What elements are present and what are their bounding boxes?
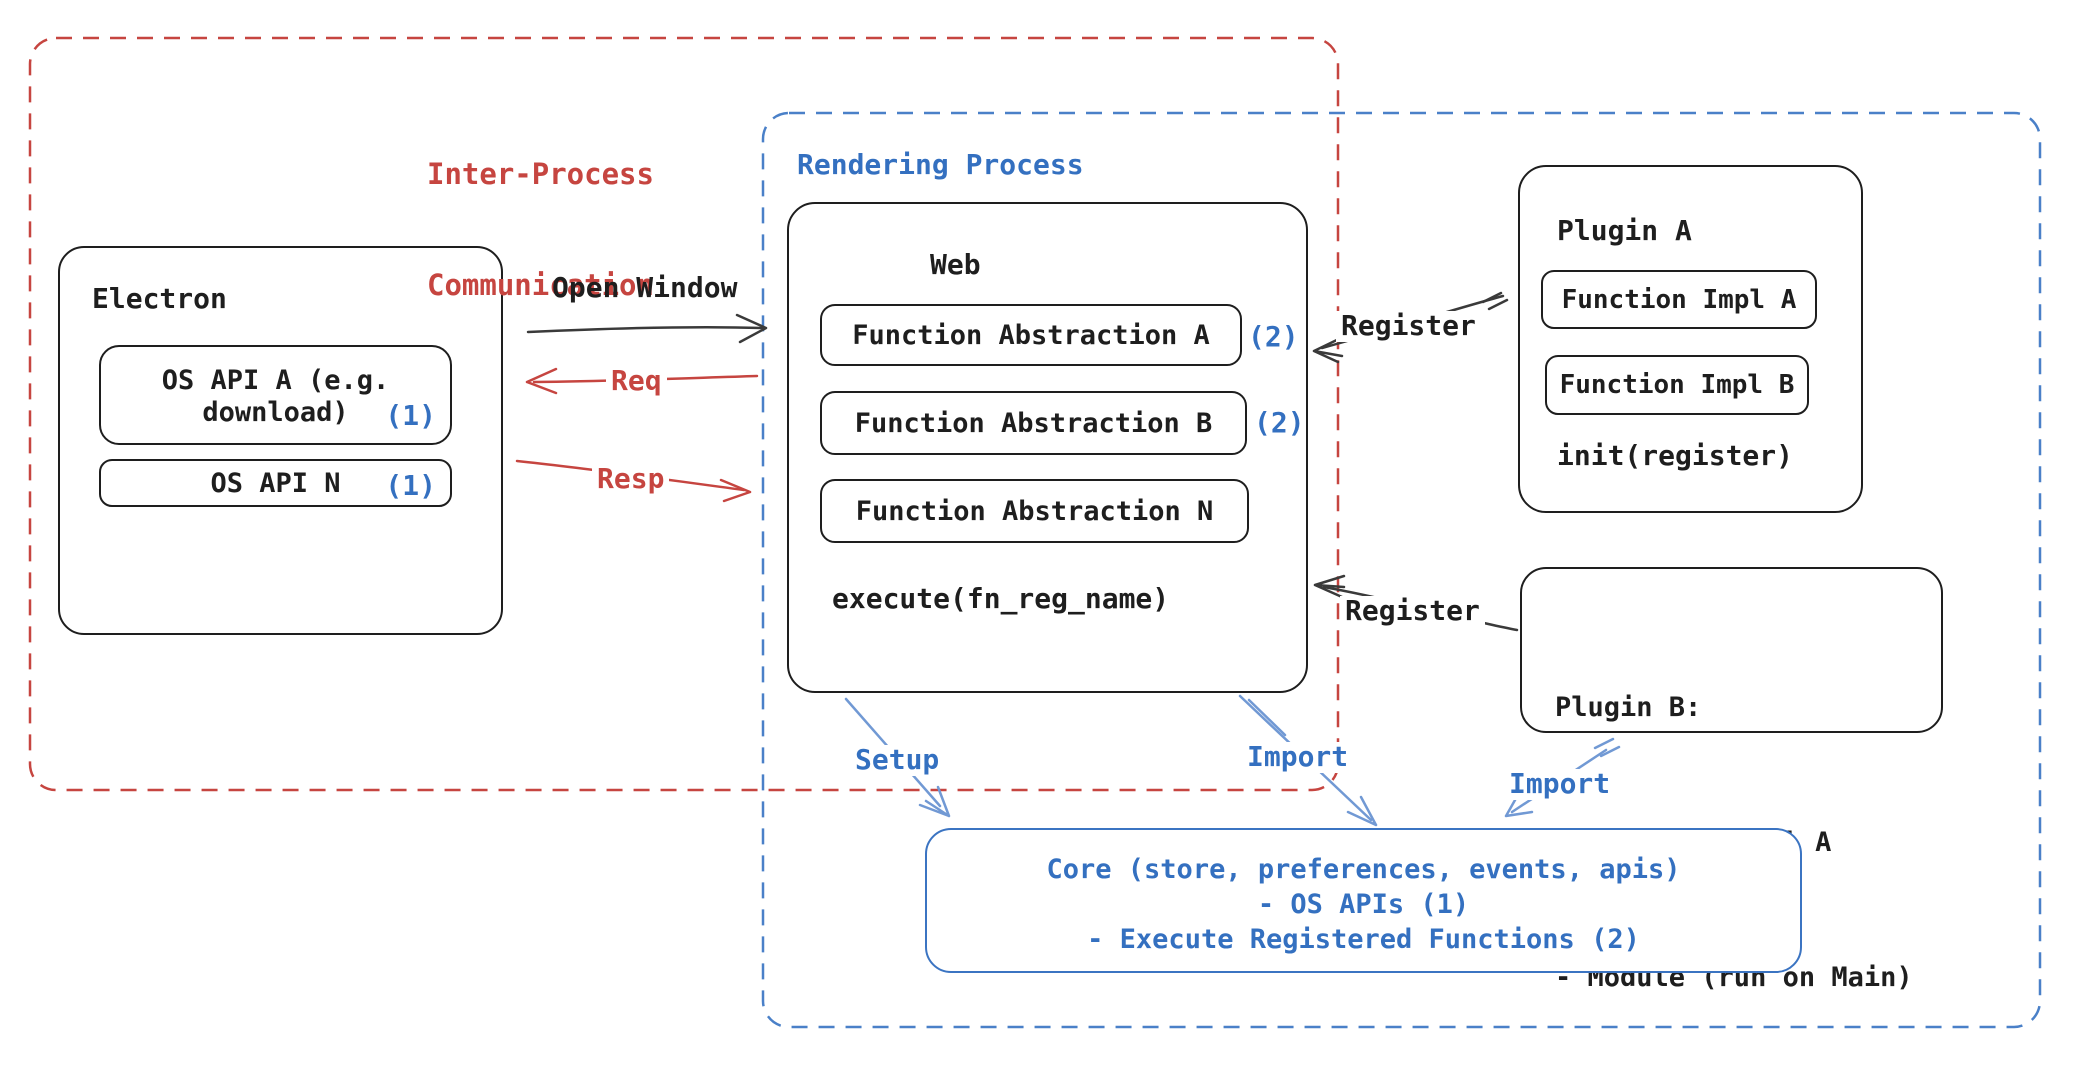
plugin-b-title: Plugin B: bbox=[1555, 692, 1702, 723]
plugin-a-title: Plugin A bbox=[1557, 214, 1692, 247]
function-abstraction-b-label: Function Abstraction B bbox=[854, 407, 1213, 439]
function-abstraction-a-label: Function Abstraction A bbox=[852, 319, 1210, 351]
core-line3: - Execute Registered Functions (2) bbox=[1087, 924, 1640, 955]
ipc-label-line1: Inter-Process bbox=[427, 157, 654, 191]
function-impl-a-box: Function Impl A bbox=[1541, 270, 1817, 329]
import-plugin-label: Import bbox=[1504, 768, 1616, 800]
web-box: Web Function Abstraction A (2) Function … bbox=[787, 202, 1308, 693]
function-a-badge: (2) bbox=[1248, 320, 1299, 353]
function-impl-b-box: Function Impl B bbox=[1545, 355, 1809, 415]
plugin-b-box: Plugin B: - Function Impl A - Module (ru… bbox=[1520, 567, 1943, 993]
init-register-label: init(register) bbox=[1557, 439, 1794, 472]
execute-label: execute(fn_reg_name) bbox=[832, 582, 1170, 615]
core-box: Core (store, preferences, events, apis) … bbox=[925, 828, 1802, 973]
register-b-label: Register bbox=[1340, 595, 1485, 627]
os-api-a-box: OS API A (e.g. download) (1) bbox=[99, 345, 452, 445]
setup-label: Setup bbox=[850, 744, 945, 776]
req-label: Req bbox=[606, 365, 667, 397]
os-api-n-badge: (1) bbox=[385, 469, 436, 502]
function-abstraction-n-box: Function Abstraction N bbox=[820, 479, 1249, 543]
electron-title: Electron bbox=[92, 282, 227, 315]
function-abstraction-n-label: Function Abstraction N bbox=[855, 495, 1214, 527]
function-abstraction-b-box: Function Abstraction B bbox=[820, 391, 1247, 455]
core-line1: Core (store, preferences, events, apis) bbox=[1046, 854, 1681, 885]
import-web-label: Import bbox=[1242, 741, 1354, 773]
function-impl-a-label: Function Impl A bbox=[1561, 284, 1797, 315]
register-a-label: Register bbox=[1336, 310, 1481, 342]
ipc-container-label: Inter-Process Communication bbox=[427, 82, 654, 378]
os-api-n-box: OS API N (1) bbox=[99, 459, 452, 507]
resp-label: Resp bbox=[592, 463, 670, 495]
function-abstraction-a-box: Function Abstraction A bbox=[820, 304, 1242, 366]
function-b-badge: (2) bbox=[1254, 406, 1305, 439]
function-impl-b-label: Function Impl B bbox=[1559, 370, 1795, 400]
os-api-a-line1: OS API A (e.g. bbox=[161, 365, 390, 396]
core-line2: - OS APIs (1) bbox=[1257, 889, 1470, 920]
rendering-process-label: Rendering Process bbox=[797, 148, 1084, 181]
os-api-a-badge: (1) bbox=[385, 399, 436, 432]
web-title: Web bbox=[930, 248, 981, 281]
plugin-a-box: Plugin A Function Impl A Function Impl B… bbox=[1518, 165, 1863, 513]
open-window-label: Open Window bbox=[552, 271, 738, 304]
